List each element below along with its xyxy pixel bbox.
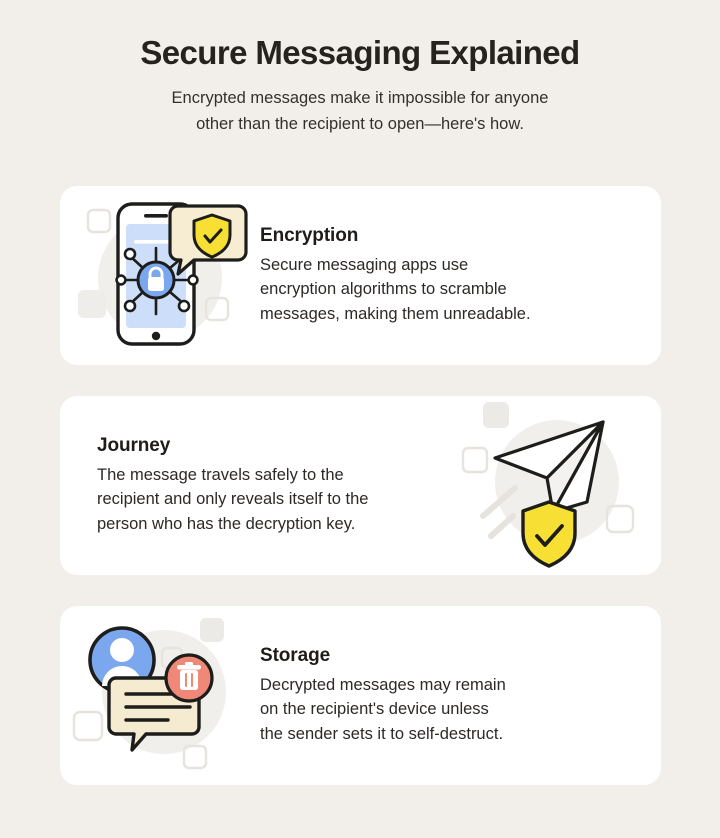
card-text-encryption: Secure messaging apps use encryption alg…	[260, 253, 637, 326]
text-line: Decrypted messages may remain	[260, 675, 506, 694]
text-line: encryption algorithms to scramble	[260, 280, 507, 299]
subtitle-line-1: Encrypted messages make it impossible fo…	[171, 88, 549, 107]
paper-plane-shield-icon	[461, 402, 635, 568]
text-line: The message travels safely to the	[97, 465, 344, 484]
card-encryption[interactable]: Encryption Secure messaging apps use enc…	[60, 186, 661, 365]
phone-lock-shield-icon	[78, 202, 248, 346]
card-title-encryption: Encryption	[260, 224, 359, 246]
card-text-storage: Decrypted messages may remain on the rec…	[260, 673, 637, 746]
encryption-content: Encryption Secure messaging apps use enc…	[260, 225, 661, 326]
journey-illustration	[461, 396, 661, 575]
card-storage[interactable]: Storage Decrypted messages may remain on…	[60, 606, 661, 785]
storage-content: Storage Decrypted messages may remain on…	[260, 645, 661, 746]
encryption-illustration	[60, 186, 260, 365]
card-text-journey: The message travels safely to the recipi…	[97, 463, 461, 536]
text-line: Secure messaging apps use	[260, 255, 469, 274]
text-line: messages, making them unreadable.	[260, 304, 531, 323]
journey-content: Journey The message travels safely to th…	[60, 435, 461, 536]
trash-icon	[177, 662, 201, 690]
text-line: on the recipient's device unless	[260, 700, 489, 719]
card-title-storage: Storage	[260, 644, 331, 666]
storage-illustration	[60, 606, 260, 785]
page-title: Secure Messaging Explained	[140, 34, 580, 71]
header: Secure Messaging Explained Encrypted mes…	[0, 0, 720, 137]
lock-icon	[148, 266, 164, 291]
text-line: person who has the decryption key.	[97, 514, 356, 533]
card-title-journey: Journey	[97, 434, 171, 456]
avatar-message-trash-icon	[72, 618, 226, 770]
page-subtitle: Encrypted messages make it impossible fo…	[110, 86, 610, 137]
card-journey[interactable]: Journey The message travels safely to th…	[60, 396, 661, 575]
cards-list: Encryption Secure messaging apps use enc…	[60, 186, 661, 816]
subtitle-line-2: other than the recipient to open—here's …	[196, 114, 524, 133]
text-line: the sender sets it to self-destruct.	[260, 724, 504, 743]
text-line: recipient and only reveals itself to the	[97, 490, 369, 509]
